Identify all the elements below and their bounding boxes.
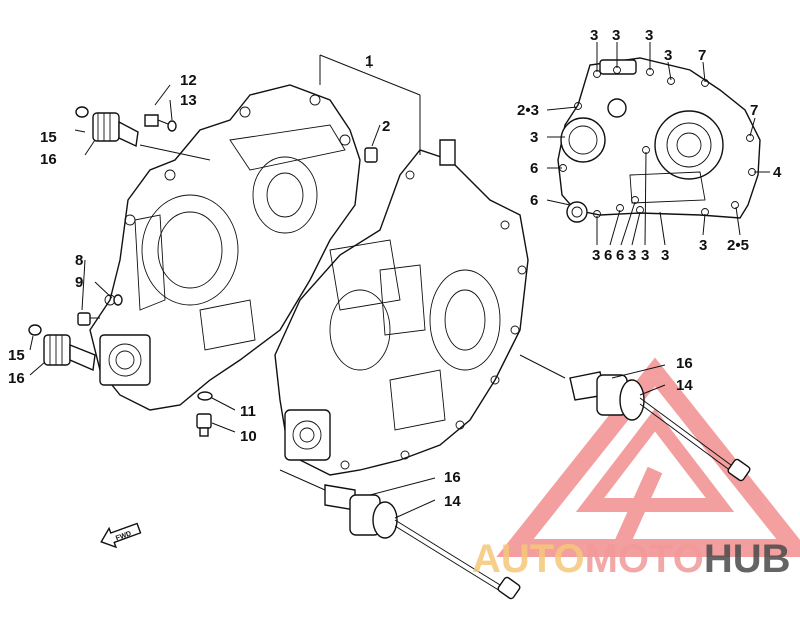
dowel-pin-2: [364, 147, 378, 163]
crankcase-left-half: [89, 84, 361, 411]
cover-left-callout: 3: [530, 129, 538, 146]
crankcase-right-half: [274, 139, 529, 476]
callout-1: 1: [365, 53, 373, 70]
callout-12: 12: [180, 72, 197, 89]
cover-bottom-callout: 6: [616, 247, 624, 264]
cover-bottom-callout: 6: [604, 247, 612, 264]
callout-8: 8: [75, 252, 83, 269]
cover-top-callout: 3: [590, 27, 598, 44]
cover-bottom-callout: 3: [699, 237, 707, 254]
callout-16-bottom: 16: [444, 469, 461, 486]
callout-14-bottom: 14: [444, 493, 461, 510]
callout-16-right: 16: [676, 355, 693, 372]
callout-13: 13: [180, 92, 197, 109]
svg-text:AUTOMOTOHUB: AUTOMOTOHUB: [472, 537, 791, 581]
watermark-part-moto: MOTO: [585, 537, 704, 581]
bolt-12: [144, 114, 169, 127]
washer-9: [113, 294, 123, 306]
cover-bottom-callout: 3: [661, 247, 669, 264]
callout-9: 9: [75, 274, 83, 291]
cover-bottom-callout: 3: [628, 247, 636, 264]
watermark-logo: [496, 357, 800, 557]
oil-filter-assembly-lower: [28, 324, 96, 372]
cover-left-callout: 2•3: [517, 102, 539, 119]
callout-15-lower: 15: [8, 347, 25, 364]
callout-2: 2: [382, 118, 390, 135]
cover-top-callout: 3: [645, 27, 653, 44]
cover-top-callout: 7: [698, 47, 706, 64]
cover-bottom-callout: 3: [592, 247, 600, 264]
drain-plug-10: [196, 413, 212, 437]
oil-filter-assembly-upper: [75, 106, 139, 148]
forward-arrow-icon: FWD: [100, 522, 142, 549]
side-cover: [557, 57, 761, 223]
cover-top-callout: 3: [612, 27, 620, 44]
callout-4: 4: [773, 164, 782, 181]
callout-10: 10: [240, 428, 257, 445]
cover-left-callout: 6: [530, 192, 538, 209]
watermark-part-hub: HUB: [704, 537, 791, 581]
cover-top-callout: 3: [664, 47, 672, 64]
callout-16-lower: 16: [8, 370, 25, 387]
watermark-text: AUTOMOTOHUB: [472, 537, 791, 581]
washer-11: [197, 391, 213, 401]
callout-16-upper: 16: [40, 151, 57, 168]
bolt-8: [77, 312, 100, 326]
callout-11: 11: [240, 403, 256, 420]
strainer-bolt-assembly-right: [569, 371, 751, 482]
cover-bottom-callout: 3: [641, 247, 649, 264]
callout-14-right: 14: [676, 377, 693, 394]
washer-13: [167, 120, 177, 132]
watermark-part-auto: AUTO: [472, 537, 585, 581]
callout-15-upper: 15: [40, 129, 57, 146]
callout-labels: 1 2 12 13 15 16 8 9 15 16 11 10 16 14 16…: [8, 27, 782, 510]
leader-lines: [29, 42, 770, 519]
strainer-bolt-assembly-bottom: [324, 484, 521, 600]
cover-bottom-callout: 2•5: [727, 237, 749, 254]
cover-left-callout: 6: [530, 160, 538, 177]
cover-right-callout: 7: [750, 102, 758, 119]
